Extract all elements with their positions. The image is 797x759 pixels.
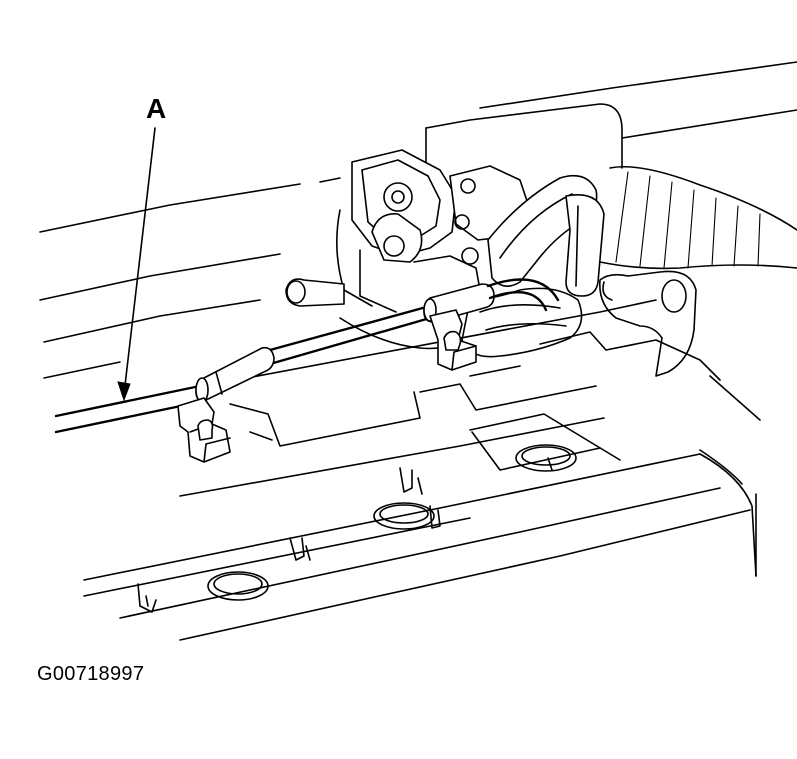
vacuum-hoses	[339, 174, 605, 358]
callout-label-a: A	[146, 93, 167, 124]
cable-clamp-rear	[429, 309, 477, 371]
callout-a-leader	[117, 127, 156, 402]
hose-clips	[137, 467, 441, 613]
spark-plug-recess	[207, 413, 621, 601]
engine-bay-contour-lines	[39, 61, 797, 379]
cable-clamp-front	[177, 397, 231, 463]
mounting-bracket	[599, 270, 697, 377]
throttle-body-assembly	[285, 149, 531, 313]
figure-id: G00718997	[37, 663, 145, 685]
air-intake-duct	[425, 103, 797, 270]
control-cable	[54, 278, 560, 434]
valve-cover	[83, 299, 761, 641]
